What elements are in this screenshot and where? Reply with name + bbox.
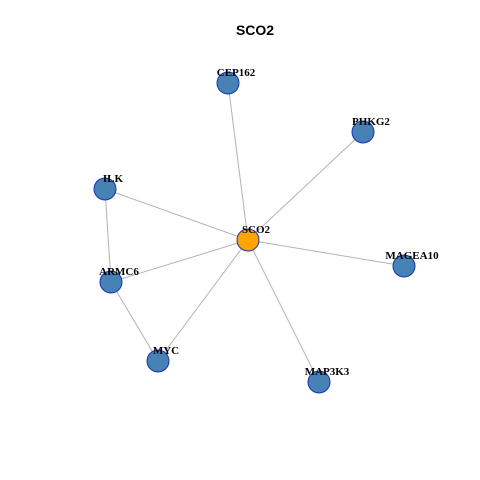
node-magea10 (392, 254, 416, 278)
node-ilk (93, 177, 117, 201)
edge-sco2-phkg2 (247, 131, 364, 241)
node-label-map3k3: MAP3K3 (305, 366, 350, 378)
node-cep162 (216, 71, 240, 95)
node-phkg2 (351, 120, 375, 144)
edge-sco2-cep162 (227, 82, 249, 241)
diagram-title: SCO2 (236, 22, 274, 38)
edge-sco2-armc6 (110, 239, 249, 283)
edge-armc6-myc (110, 281, 159, 362)
node-label-myc: MYC (153, 345, 179, 357)
edge-sco2-map3k3 (247, 239, 320, 383)
edges-layer (104, 82, 405, 383)
node-map3k3 (307, 370, 331, 394)
node-armc6 (99, 270, 123, 294)
node-label-magea10: MAGEA10 (385, 250, 439, 262)
node-myc (146, 349, 170, 373)
node-label-sco2: SCO2 (242, 224, 271, 236)
node-label-cep162: CEP162 (217, 67, 256, 79)
edge-ilk-armc6 (104, 188, 112, 283)
edge-sco2-myc (157, 239, 249, 362)
node-label-ilk: ILK (103, 173, 124, 185)
node-label-armc6: ARMC6 (99, 266, 139, 278)
nodes-layer (93, 71, 416, 394)
edge-sco2-magea10 (247, 239, 405, 267)
edge-sco2-ilk (104, 188, 249, 241)
node-sco2 (236, 228, 260, 252)
node-label-phkg2: PHKG2 (352, 116, 390, 128)
